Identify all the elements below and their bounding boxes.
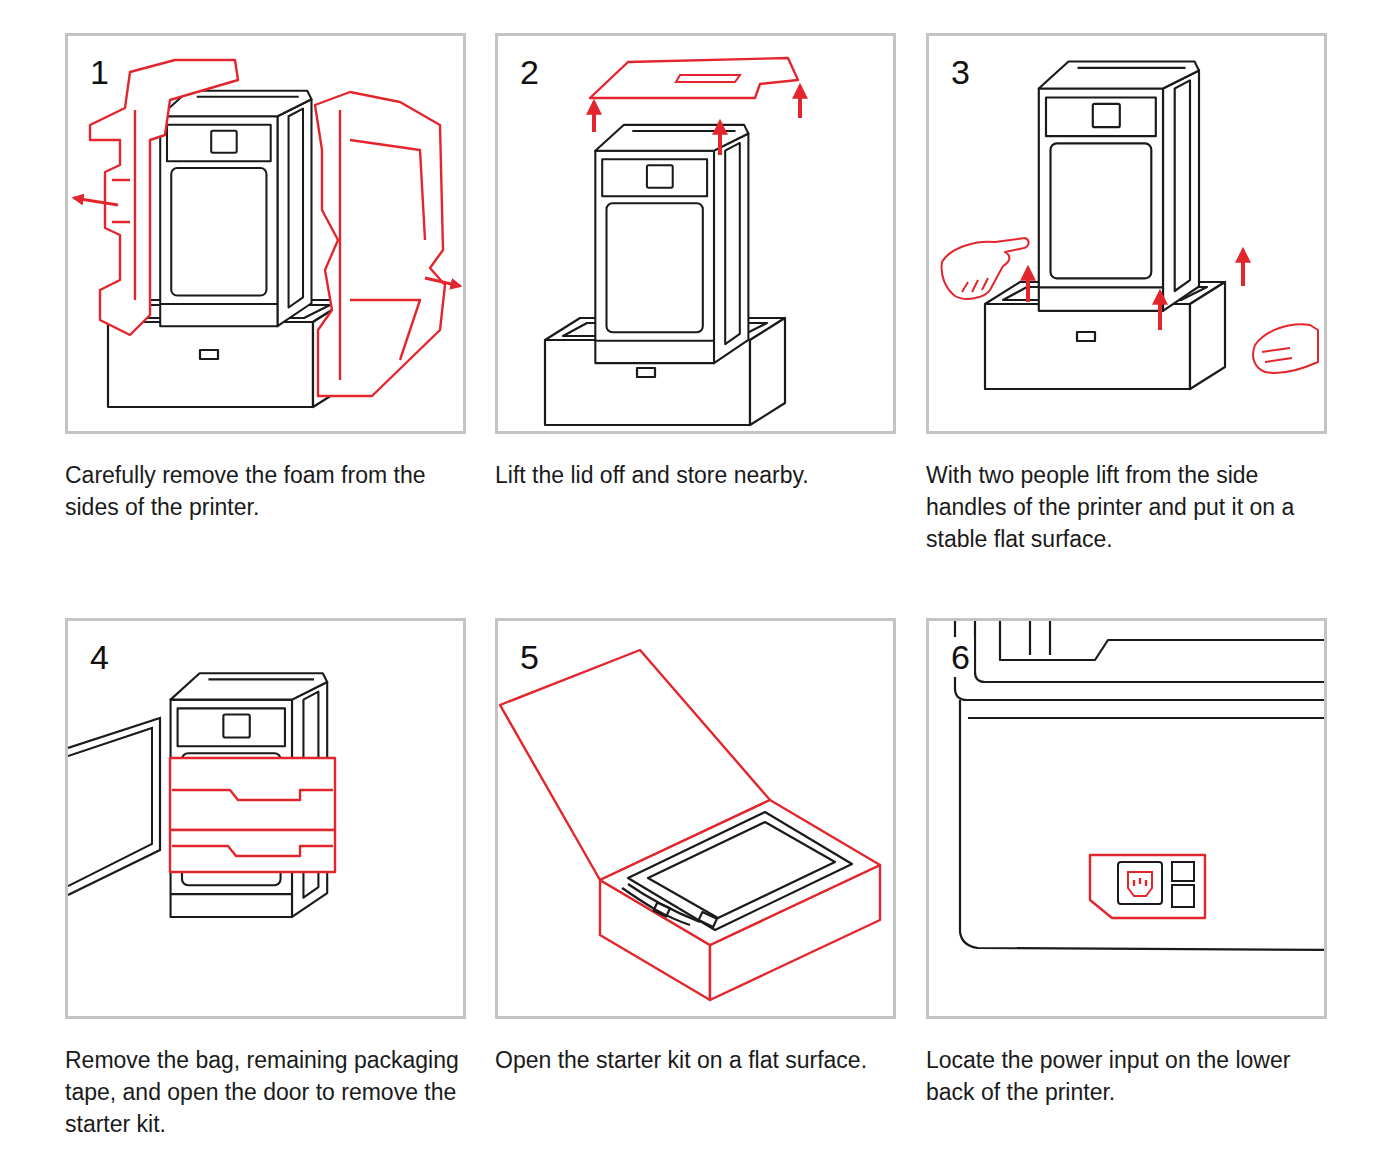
- step-panel: 5Open the starter kit on a flat surface.: [495, 618, 896, 1019]
- step-number: 2: [516, 52, 543, 92]
- lift-printer-illustration: [942, 62, 1318, 390]
- starter-kit-illustration: [500, 650, 880, 1000]
- step-caption: Locate the power input on the lower back…: [926, 1044, 1324, 1108]
- step-number: 4: [86, 637, 113, 677]
- step-number: 3: [947, 52, 974, 92]
- step-caption: Open the starter kit on a flat surface.: [495, 1044, 893, 1076]
- step-caption: Lift the lid off and store nearby.: [495, 459, 893, 491]
- step-caption: With two people lift from the side handl…: [926, 459, 1324, 555]
- step-number: 5: [516, 637, 543, 677]
- step-panel: 3With two people lift from the side hand…: [926, 33, 1327, 434]
- lift-lid-illustration: [545, 58, 800, 425]
- step-panel: 2Lift the lid off and store nearby.: [495, 33, 896, 434]
- step-panel: 6Locate the power input on the lower bac…: [926, 618, 1327, 1019]
- open-door-illustration: [68, 673, 335, 917]
- unpack-foam-illustration: [74, 60, 460, 407]
- step-panel: 4Remove the bag, remaining packaging tap…: [65, 618, 466, 1019]
- step-number: 1: [86, 52, 113, 92]
- step-caption: Carefully remove the foam from the sides…: [65, 459, 463, 523]
- step-panel: 1Carefully remove the foam from the side…: [65, 33, 466, 434]
- step-caption: Remove the bag, remaining packaging tape…: [65, 1044, 463, 1140]
- step-number: 6: [947, 637, 974, 677]
- power-input-illustration: [955, 621, 1324, 950]
